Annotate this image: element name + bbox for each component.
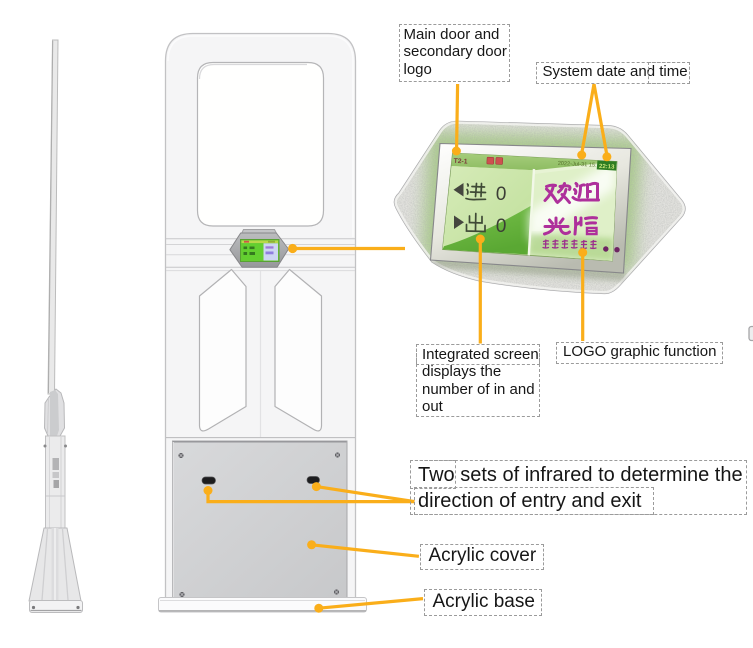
svg-text:2022-Jul-31 15:: 2022-Jul-31 15: (558, 161, 598, 169)
svg-text:22:13: 22:13 (599, 164, 615, 171)
svg-text:0: 0 (495, 184, 507, 206)
svg-text:0: 0 (495, 216, 507, 238)
svg-text:T2-1: T2-1 (453, 158, 468, 166)
